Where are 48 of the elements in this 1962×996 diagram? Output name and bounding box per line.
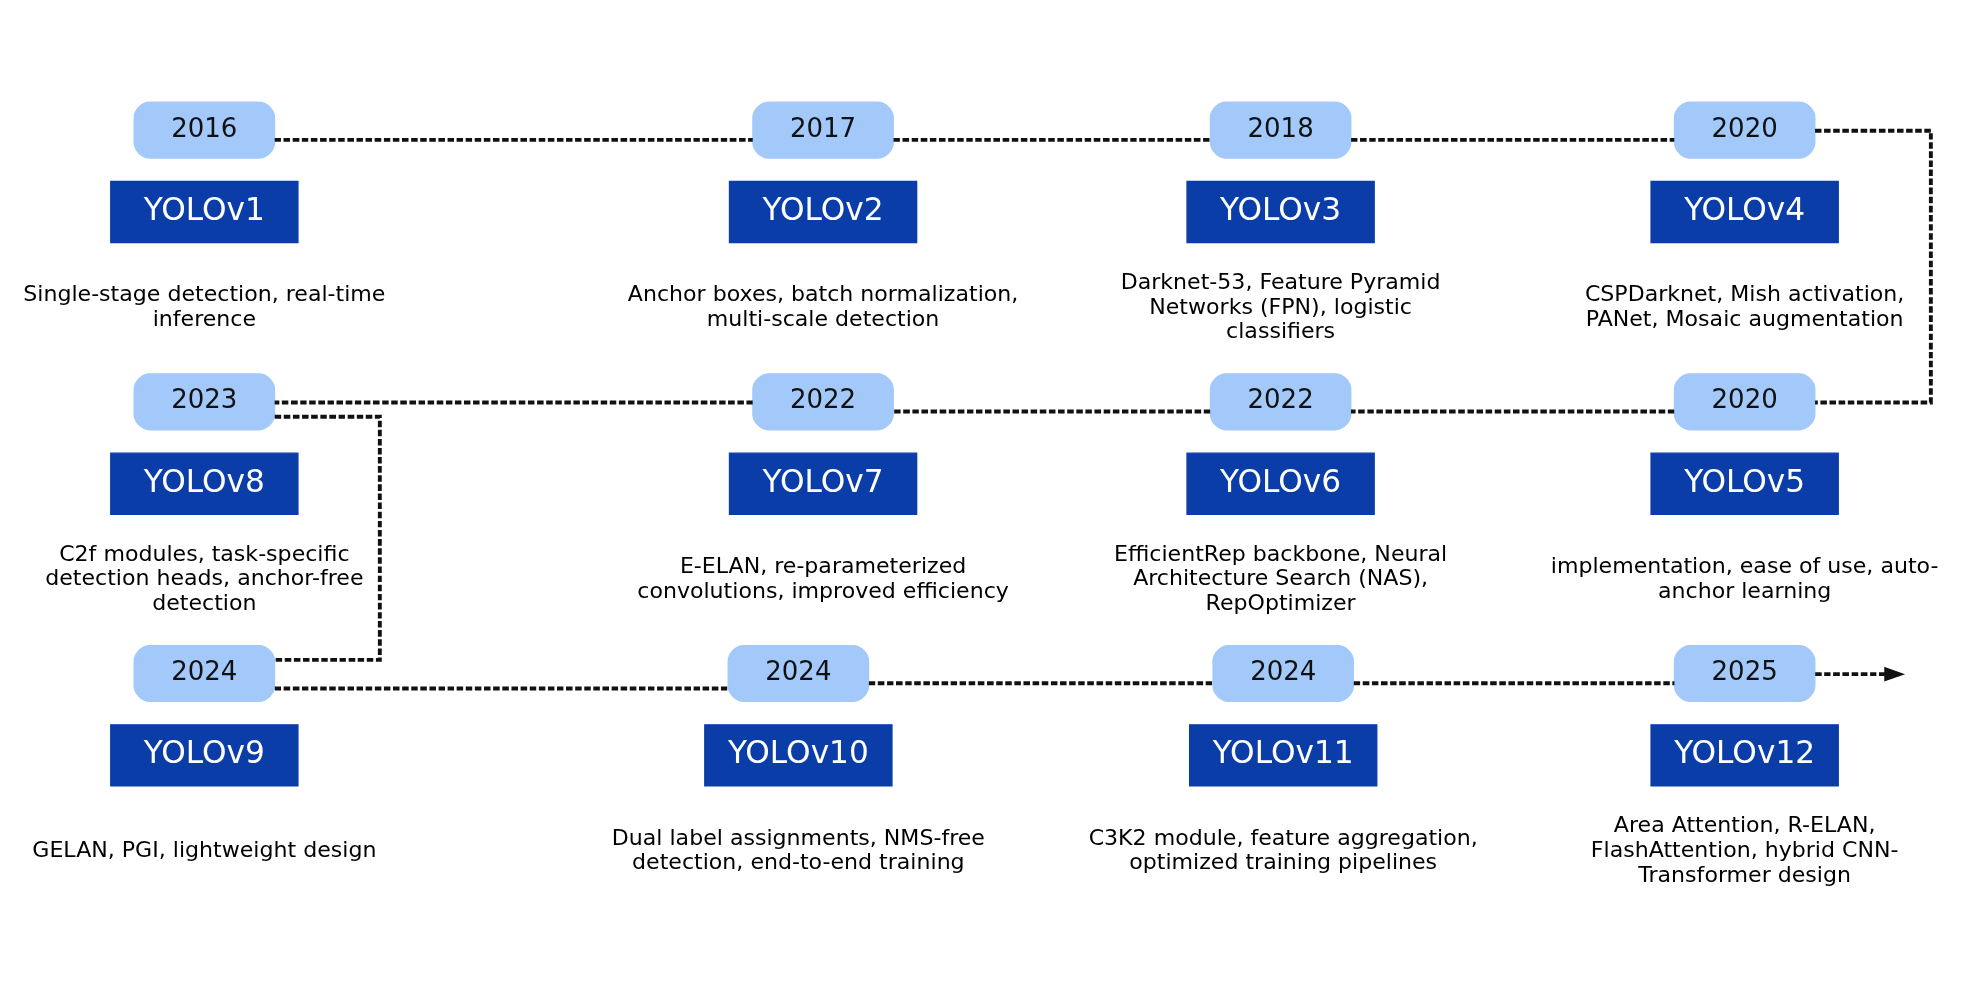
node-box: YOLOv7: [728, 452, 918, 515]
connector: [893, 137, 1211, 142]
connector: [274, 686, 728, 691]
node-label: Single-stage detection, real-time inference: [23, 280, 386, 331]
node-label: Dual label assignments, NMS-free detection, end-to-end training: [611, 823, 985, 875]
node-box: YOLOv1: [110, 180, 299, 244]
node-box: YOLOv3: [1186, 180, 1375, 244]
connector: [868, 681, 1213, 686]
node-box: YOLOv9: [110, 724, 299, 787]
node-box: 2017: [752, 101, 894, 159]
connector: [1353, 681, 1675, 686]
node-box: YOLOv8: [110, 452, 299, 515]
node-label: C2f modules, task-specific detection heads, anchor-free detection: [45, 539, 364, 615]
node-box: 2023: [133, 373, 276, 431]
node-box: YOLOv11: [1188, 724, 1378, 787]
node-label: C3K2 module, feature aggregation, optimized training pipelines: [1088, 823, 1478, 875]
connector: [1351, 137, 1675, 142]
node-box: YOLOv4: [1650, 180, 1839, 244]
node-label: CSPDarknet, Mish activation, PANet, Mosaic augmentation: [1584, 280, 1905, 331]
node-box: 2018: [1209, 101, 1352, 159]
node-label: Anchor boxes, batch normalization, multi-scale detection: [627, 280, 1019, 331]
connector: [893, 409, 1211, 414]
node-box: 2020: [1673, 101, 1816, 159]
node-label: Area Attention, R-ELAN, FlashAttention, hybrid CNN-Transformer design: [1590, 811, 1899, 887]
node-box: 2024: [1212, 644, 1355, 703]
node-box: YOLOv6: [1186, 452, 1375, 515]
node-box: 2024: [727, 644, 870, 703]
node-box: 2024: [133, 644, 276, 703]
node-label: E-ELAN, re-parameterized convolutions, improved efficiency: [637, 551, 1009, 603]
connector: [1815, 128, 1933, 405]
connector: [274, 400, 753, 405]
node-label: Darknet-53, Feature Pyramid Networks (FPN), logistic classifiers: [1120, 267, 1441, 344]
node-box: YOLOv2: [728, 180, 918, 244]
connector: [274, 137, 753, 142]
connector: [1351, 409, 1675, 414]
node-box: 2016: [133, 101, 276, 159]
node-box: 2020: [1673, 373, 1816, 431]
node-box: 2025: [1673, 644, 1816, 703]
connector: [274, 414, 382, 662]
node-label: EfficientRep backbone, Neural Architecture Search (NAS), RepOptimizer: [1114, 539, 1448, 615]
node-box: 2022: [1209, 373, 1352, 431]
node-box: YOLOv10: [704, 724, 893, 787]
node-box: 2022: [752, 373, 894, 431]
arrow: [1815, 666, 1906, 682]
node-label: implementation, ease of use, auto-anchor learning: [1550, 551, 1939, 603]
node-box: YOLOv12: [1650, 724, 1839, 787]
node-box: YOLOv5: [1650, 452, 1839, 515]
node-label: GELAN, PGI, lightweight design: [32, 835, 377, 862]
